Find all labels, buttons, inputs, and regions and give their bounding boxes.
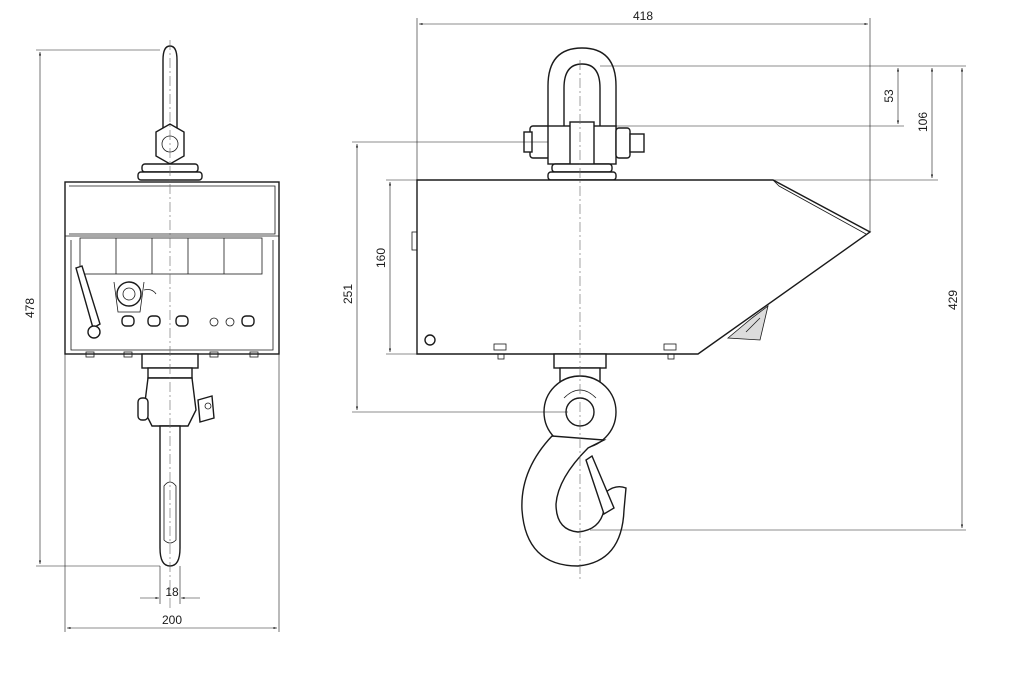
front-view (64, 45, 280, 567)
side-dimensions: 418 53 106 429 160 251 (341, 9, 966, 580)
side-shackle (547, 47, 617, 129)
dim-body-to-hook-eye: 251 (341, 284, 355, 304)
dim-shackle-to-body: 106 (916, 112, 930, 132)
dim-front-hook-width: 18 (165, 585, 179, 599)
dim-body-height: 160 (374, 248, 388, 268)
dim-front-height: 478 (23, 298, 37, 318)
dim-side-length: 418 (633, 9, 653, 23)
front-dimensions: 478 18 200 (23, 40, 280, 632)
dim-total-to-hook: 429 (946, 290, 960, 310)
side-housing (416, 179, 872, 355)
dim-front-width: 200 (162, 613, 182, 627)
dim-shackle-height: 53 (882, 89, 896, 103)
side-hook (521, 435, 627, 567)
